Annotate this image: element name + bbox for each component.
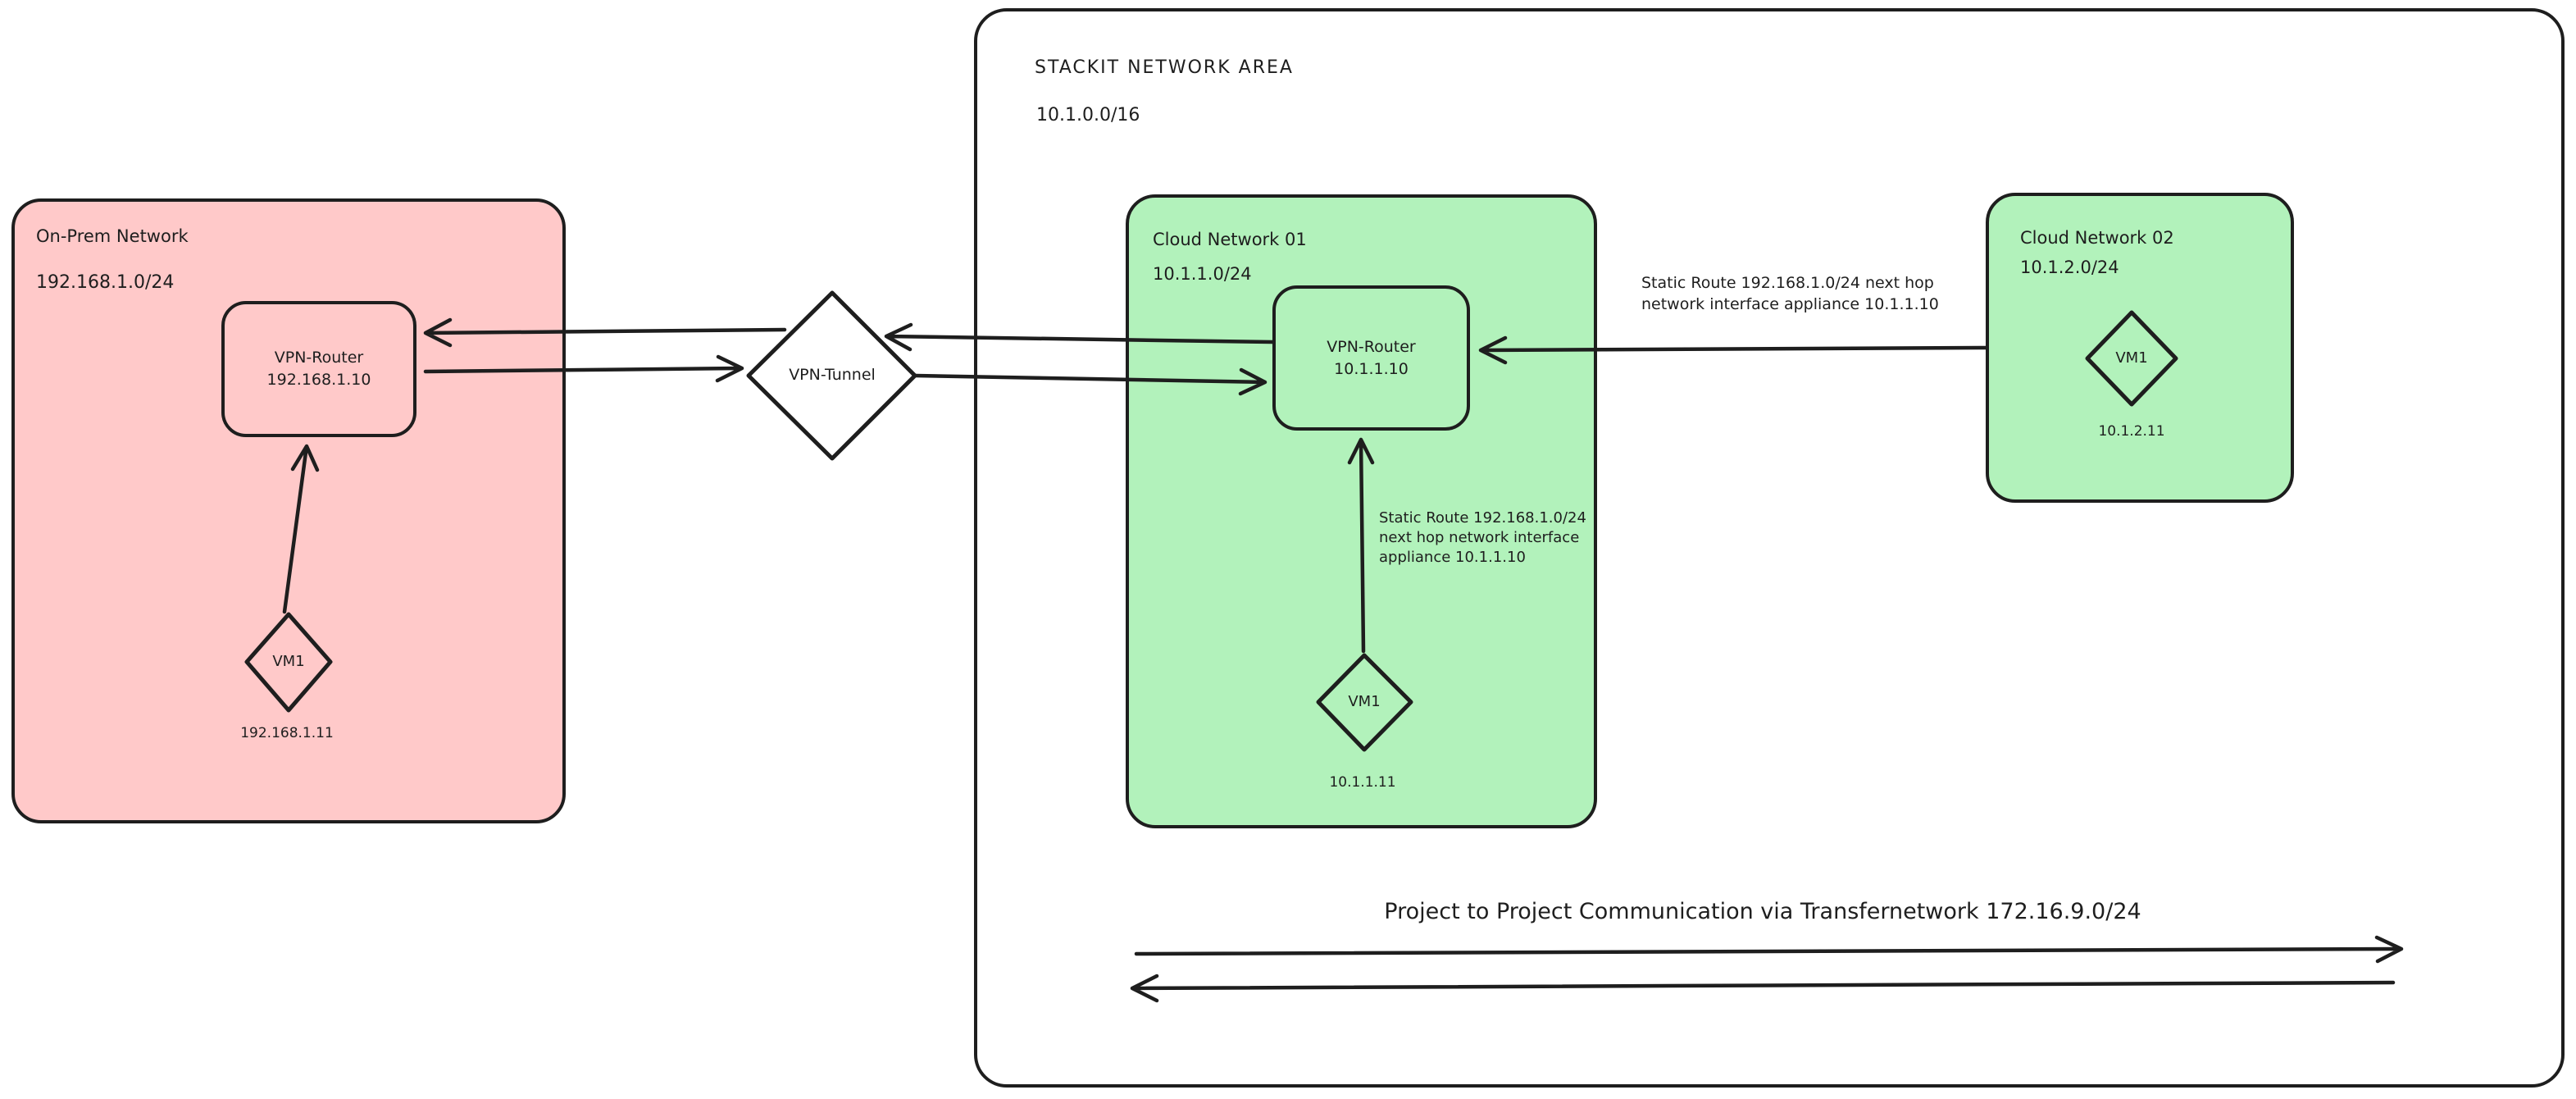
cloud-network-01-title: Cloud Network 01: [1153, 230, 1307, 249]
static-route-note-cloud01-line1: Static Route 192.168.1.0/24: [1379, 509, 1586, 527]
transfer-network-title: Project to Project Communication via Tra…: [1384, 899, 2141, 924]
static-route-note-cloud02-line1: Static Route 192.168.1.0/24 next hop: [1641, 274, 1934, 292]
onprem-vpn-router-node: VPN-Router 192.168.1.10: [221, 301, 416, 437]
stackit-network-area-box: [974, 8, 2565, 1088]
onprem-vpn-router-name: VPN-Router: [274, 349, 364, 367]
cloud-network-02-title: Cloud Network 02: [2020, 228, 2174, 248]
cloud01-vm1-ip: 10.1.1.11: [1329, 774, 1396, 791]
onprem-network-title: On-Prem Network: [36, 226, 189, 246]
cloud02-vm1-ip: 10.1.2.11: [2098, 423, 2165, 440]
onprem-vm1-label: VM1: [272, 653, 305, 670]
onprem-vpn-router-ip: 192.168.1.10: [266, 371, 371, 389]
cloud-vpn-router-name: VPN-Router: [1327, 337, 1416, 356]
cloud-vpn-router-ip: 10.1.1.10: [1334, 359, 1409, 378]
cloud02-vm1-label: VM1: [2115, 349, 2148, 367]
static-route-note-cloud01-line2: next hop network interface: [1379, 529, 1580, 546]
static-route-note-cloud01: Static Route 192.168.1.0/24 next hop net…: [1379, 508, 1586, 568]
cloud01-vm1-label: VM1: [1348, 693, 1381, 710]
onprem-vm1-ip: 192.168.1.11: [240, 725, 334, 741]
cloud-network-01-cidr: 10.1.1.0/24: [1153, 264, 1252, 284]
stackit-area-cidr: 10.1.0.0/16: [1036, 105, 1140, 125]
onprem-network-cidr: 192.168.1.0/24: [36, 272, 175, 293]
static-route-note-cloud02: Static Route 192.168.1.0/24 next hop net…: [1641, 272, 1939, 315]
static-route-note-cloud01-line3: appliance 10.1.1.10: [1379, 549, 1526, 566]
stackit-area-title: STACKIT NETWORK AREA: [1035, 57, 1294, 78]
vpn-tunnel-label: VPN-Tunnel: [789, 366, 876, 384]
cloud-vpn-router-node: VPN-Router 10.1.1.10: [1272, 285, 1470, 431]
cloud-network-02-cidr: 10.1.2.0/24: [2020, 258, 2119, 277]
static-route-note-cloud02-line2: network interface appliance 10.1.1.10: [1641, 295, 1939, 313]
